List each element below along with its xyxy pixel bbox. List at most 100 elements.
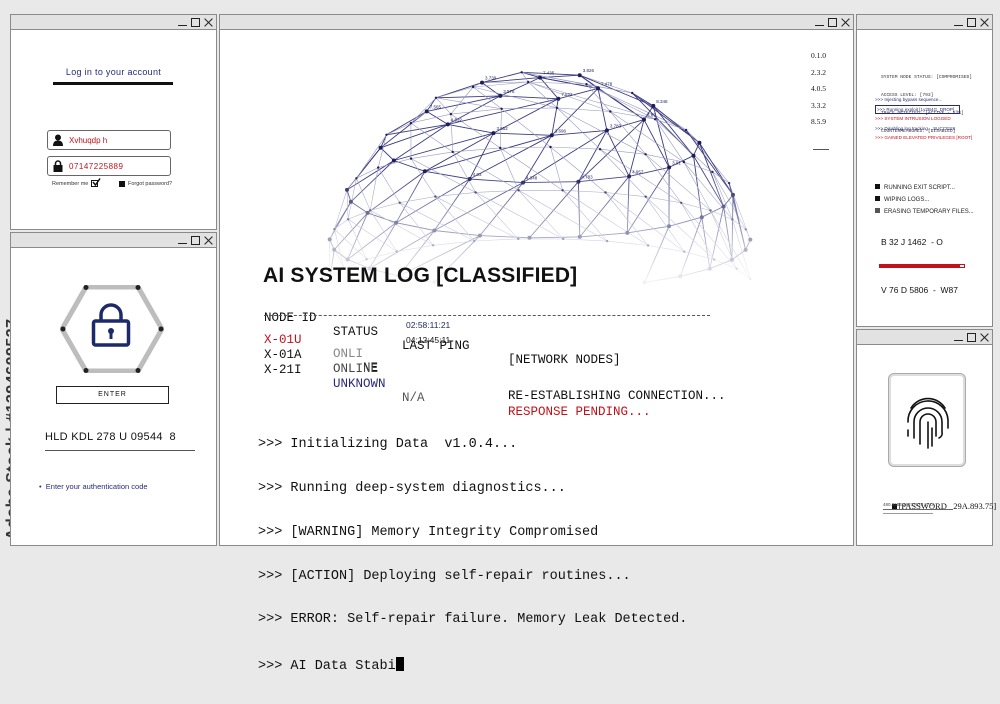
dome-node-label: 3.739 bbox=[485, 76, 497, 81]
geodesic-dome-graphic: 7.4357.4787.5223.5783.7393.8263.873.7833… bbox=[310, 50, 770, 290]
console-line: >>> [WARNING] Memory Integrity Compromis… bbox=[258, 526, 687, 541]
dome-node bbox=[685, 129, 687, 131]
dome-node-label: 7.565 bbox=[430, 104, 442, 109]
minimize-icon[interactable] bbox=[954, 333, 963, 342]
dome-node-label: 3.652 bbox=[497, 126, 509, 131]
log-line-highlighted: >>> Running exploit [1y2B4G_DROP]... bbox=[875, 105, 960, 114]
maximize-icon[interactable] bbox=[967, 18, 976, 27]
maximize-icon[interactable] bbox=[191, 18, 200, 27]
dome-edge bbox=[473, 87, 557, 108]
dome-node-label: 4.522 bbox=[451, 117, 463, 122]
close-icon[interactable] bbox=[980, 18, 989, 27]
fingerprint-icon bbox=[903, 392, 953, 450]
status-titlebar bbox=[857, 15, 992, 30]
main-titlebar bbox=[220, 15, 853, 30]
dome-edge bbox=[551, 147, 601, 149]
dome-node bbox=[472, 86, 474, 88]
log-line: >>> GAINED ELEVATED PRIVILEGES [ROOT] bbox=[875, 133, 972, 143]
forgot-row[interactable]: Forgot password? bbox=[119, 181, 172, 187]
minimize-icon[interactable] bbox=[178, 18, 187, 27]
maximize-icon[interactable] bbox=[828, 18, 837, 27]
dome-node bbox=[392, 159, 396, 163]
dome-edge bbox=[411, 152, 453, 159]
status-code-1: B 32 J 1462 - O bbox=[881, 237, 943, 247]
dome-edge bbox=[502, 108, 557, 109]
dome-node bbox=[377, 166, 379, 168]
log-line: >>> Injecting bypass sequence... bbox=[875, 95, 972, 105]
intrusion-log: >>> Injecting bypass sequence... >>> Run… bbox=[875, 95, 972, 143]
dome-node bbox=[631, 92, 633, 94]
dome-node bbox=[446, 122, 450, 126]
node-status: UNKNOWN bbox=[333, 377, 386, 391]
dome-node bbox=[578, 73, 582, 77]
dome-node bbox=[596, 86, 600, 90]
console-line: >>> Initializing Data v1.0.4... bbox=[258, 438, 687, 453]
lock-titlebar bbox=[11, 233, 216, 248]
dome-edge bbox=[494, 133, 552, 135]
checkmark-icon bbox=[92, 178, 101, 187]
dome-node bbox=[644, 153, 646, 155]
side-value: 4.0.5 bbox=[811, 84, 826, 93]
enter-button[interactable]: ENTER bbox=[56, 386, 169, 404]
task-label: WIPING LOGS... bbox=[884, 197, 929, 203]
status-header-line: SYSTEM NODE STATUS: [COMPROMISED] bbox=[881, 75, 972, 81]
dome-node-label: 3.826 bbox=[583, 68, 595, 73]
close-icon[interactable] bbox=[204, 236, 213, 245]
password-field[interactable]: 07147225889 bbox=[47, 156, 171, 176]
dome-edge bbox=[500, 96, 558, 99]
username-value: Xvhuqdp h bbox=[69, 136, 107, 145]
maximize-icon[interactable] bbox=[967, 333, 976, 342]
dome-node bbox=[521, 71, 523, 73]
dome-node bbox=[550, 133, 554, 137]
login-window: Log in to your account Xvhuqdp h 0714722… bbox=[10, 14, 217, 230]
remember-label: Remember me bbox=[52, 181, 88, 187]
console-output: >>> Initializing Data v1.0.4... >>> Runn… bbox=[258, 409, 687, 704]
dome-node bbox=[667, 165, 671, 169]
remember-checkbox[interactable] bbox=[91, 180, 98, 187]
user-icon bbox=[53, 134, 63, 146]
password-underline bbox=[883, 513, 933, 514]
maximize-icon[interactable] bbox=[191, 236, 200, 245]
node-id: X-21I bbox=[264, 363, 302, 377]
dome-node-label: 3.783 bbox=[610, 123, 622, 128]
table-row: X-21I UNKNOWN N/A RESPONSE PENDING... bbox=[264, 349, 784, 365]
password-small-line: 480.9685.29377578 37ZA bbox=[883, 502, 935, 507]
status-window: SYSTEM NODE STATUS: [COMPROMISED] ACCESS… bbox=[856, 14, 993, 327]
close-icon[interactable] bbox=[980, 333, 989, 342]
auth-code-underline bbox=[45, 450, 195, 451]
lock-window: ENTER HLD KDL 278 U 09544 8 • Enter your… bbox=[10, 232, 217, 546]
username-field[interactable]: Xvhuqdp h bbox=[47, 130, 171, 150]
close-icon[interactable] bbox=[204, 18, 213, 27]
login-titlebar bbox=[11, 15, 216, 30]
node-ping: 04:12:45:11 bbox=[406, 335, 450, 345]
fingerprint-scanner[interactable] bbox=[888, 373, 966, 467]
dome-node bbox=[385, 134, 387, 136]
dome-node bbox=[651, 104, 655, 108]
dome-node bbox=[435, 97, 437, 99]
minimize-icon[interactable] bbox=[954, 18, 963, 27]
task-item: ERASING TEMPORARY FILES... bbox=[875, 206, 974, 218]
dome-edge bbox=[629, 120, 644, 177]
dome-node bbox=[492, 131, 496, 135]
dome-node bbox=[452, 151, 454, 153]
task-item: WIPING LOGS... bbox=[875, 194, 974, 206]
table-header-divider bbox=[264, 315, 710, 316]
minimize-icon[interactable] bbox=[178, 236, 187, 245]
log-line: >>> SYSTEM INTRUSION LOGGED bbox=[875, 114, 972, 124]
forgot-checkbox[interactable] bbox=[119, 181, 125, 187]
dome-node bbox=[498, 94, 502, 98]
dome-node bbox=[410, 157, 412, 159]
table-header: NODE ID STATUS LAST PING [NETWORK NODES] bbox=[264, 297, 784, 313]
task-item: RUNNING EXIT SCRIPT... bbox=[875, 182, 974, 194]
dome-node-label: 3.91 bbox=[672, 160, 681, 165]
minimize-icon[interactable] bbox=[815, 18, 824, 27]
dome-edge bbox=[381, 124, 448, 147]
dome-edge bbox=[686, 130, 699, 143]
dome-edge bbox=[378, 135, 386, 168]
forgot-label[interactable]: Forgot password? bbox=[128, 181, 172, 187]
dome-edge bbox=[502, 109, 551, 147]
dome-node bbox=[556, 97, 560, 101]
close-icon[interactable] bbox=[841, 18, 850, 27]
dome-node-label: 3.87 bbox=[647, 113, 656, 118]
